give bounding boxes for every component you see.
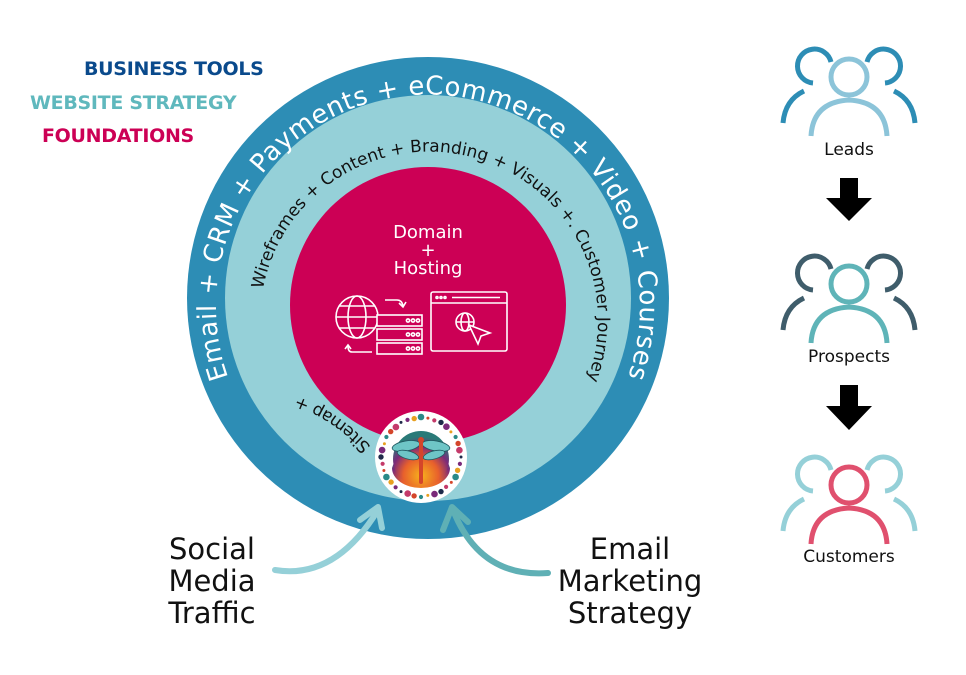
logo-dot (411, 493, 417, 499)
logo-dot (382, 442, 386, 446)
logo-dot (378, 454, 384, 460)
email-marketing-strategy-label: Email Marketing Strategy (540, 533, 720, 629)
arrow-down-icon (826, 385, 872, 430)
customers-people-icon (780, 454, 918, 545)
logo-dot (404, 490, 412, 497)
social-media-traffic-label: Social Media Traffic (152, 533, 272, 629)
logo-dot (431, 490, 438, 498)
legend-website-strategy: WEBSITE STRATEGY (30, 92, 237, 114)
leads-people-icon (780, 46, 918, 137)
email-line3: Strategy (567, 596, 693, 630)
core-title-line2: + (420, 240, 436, 261)
globe-server-icon (335, 295, 423, 355)
logo-dot (443, 423, 450, 431)
logo-dot (453, 434, 458, 440)
logo-dot (417, 413, 425, 421)
legend-foundations: FOUNDATIONS (42, 125, 194, 147)
core-title-line3: Hosting (393, 258, 463, 279)
core-title: Domain + Hosting (358, 224, 498, 278)
funnel-stage-leads: Leads (824, 140, 874, 160)
funnel-stage-prospects: Prospects (808, 347, 890, 367)
logo-dot (399, 490, 403, 494)
logo-dot (459, 455, 463, 459)
social-line3: Traffic (168, 596, 256, 630)
logo-dot (455, 440, 461, 447)
core-title-line1: Domain (393, 222, 463, 243)
logo-dot (399, 420, 403, 424)
legend-business-tools: BUSINESS TOOLS (84, 58, 264, 80)
logo-dot (382, 469, 386, 472)
social-line2: Media (168, 564, 256, 598)
dragonfly-logo-icon (375, 411, 467, 503)
logo-dot (438, 488, 444, 495)
logo-dot (388, 479, 394, 485)
logo-dot (388, 428, 394, 435)
social-media-arrow (272, 504, 385, 575)
logo-dot (452, 473, 459, 481)
logo-dot (418, 494, 424, 500)
funnel-stage-customers: Customers (803, 547, 895, 567)
logo-dot (454, 467, 461, 473)
logo-dot (383, 473, 390, 481)
core-circle-foundations (290, 167, 566, 443)
logo-dot (378, 446, 386, 454)
prospects-people-icon (780, 253, 918, 344)
logo-dot (457, 461, 462, 466)
logo-dot (411, 415, 417, 422)
logo-dot (449, 480, 453, 484)
logo-dot (426, 493, 430, 497)
logo-dot (456, 446, 463, 454)
email-line2: Marketing (557, 564, 703, 598)
logo-dot (449, 430, 453, 434)
logo-dot (426, 416, 430, 420)
logo-dot (393, 485, 398, 490)
logo-dot (384, 434, 389, 440)
email-line1: Email (589, 532, 671, 566)
logo-dot (392, 423, 400, 431)
arrow-down-icon (826, 178, 872, 221)
logo-dot (405, 417, 410, 422)
logo-dot (438, 419, 444, 426)
social-line1: Social (169, 532, 255, 566)
email-marketing-arrow (440, 504, 551, 577)
browser-globe-cursor-icon (430, 291, 508, 352)
logo-dot (444, 484, 449, 489)
logo-dot (432, 418, 437, 423)
logo-dot (380, 461, 385, 466)
